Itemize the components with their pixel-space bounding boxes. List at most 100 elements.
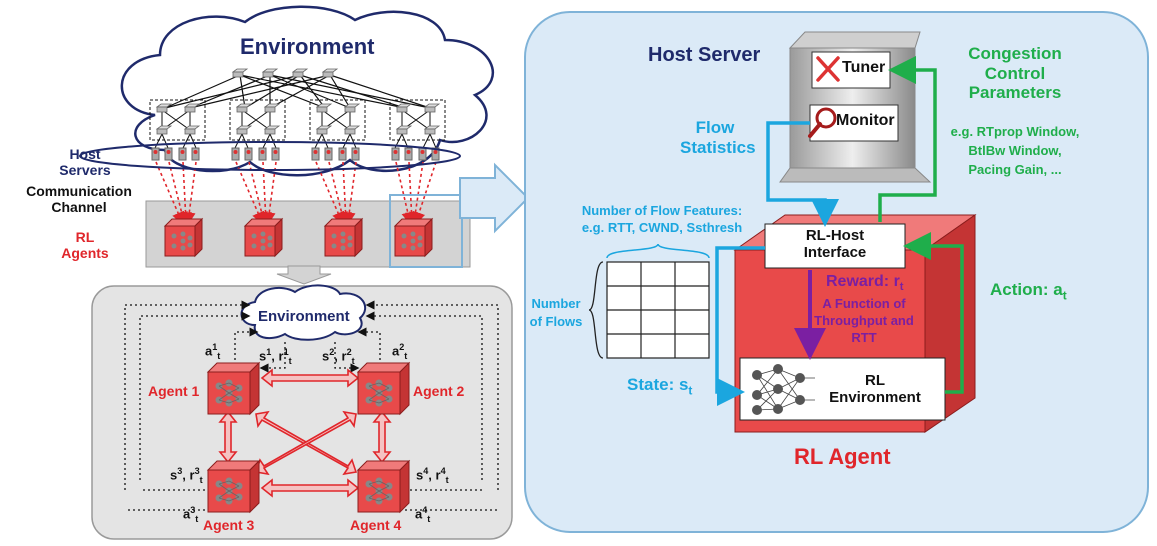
r3-sub: t bbox=[199, 474, 203, 485]
s3-sup: 3 bbox=[177, 466, 183, 476]
a2-sup: 2 bbox=[399, 342, 405, 352]
r4-sup: 4 bbox=[440, 466, 446, 476]
comm-label-line1: Communication bbox=[26, 183, 132, 199]
neural-network-icon bbox=[752, 364, 815, 415]
r2-base: , r bbox=[334, 348, 347, 364]
action-base: Action: a bbox=[990, 280, 1063, 299]
state-reward-3-label: s3, r3t bbox=[170, 466, 203, 485]
state-base: State: s bbox=[627, 375, 689, 394]
rlenv-line2: Environment bbox=[829, 389, 921, 407]
action-a3-label: a3t bbox=[183, 505, 198, 524]
a1-base: a bbox=[205, 343, 213, 359]
s4-sup: 4 bbox=[423, 466, 429, 476]
host-server-title: Host Server bbox=[648, 44, 761, 66]
s4-base: s bbox=[416, 467, 424, 483]
host-label-line1: Host bbox=[69, 146, 101, 162]
flow-line1: Flow bbox=[695, 118, 735, 137]
r2-sub: t bbox=[351, 355, 355, 366]
zoom-connector bbox=[389, 162, 530, 268]
a4-base: a bbox=[415, 506, 423, 522]
s2-sup: 2 bbox=[329, 347, 335, 357]
host-servers-label: Host Servers bbox=[40, 146, 130, 178]
a3-base: a bbox=[183, 506, 191, 522]
features-line2: e.g. RTT, CWND, Ssthresh bbox=[581, 219, 743, 235]
a3-sub: t bbox=[195, 513, 199, 524]
a4-sup: 4 bbox=[422, 505, 428, 515]
action-sub: t bbox=[1062, 288, 1067, 303]
state-label: State: st bbox=[627, 375, 692, 398]
congestion-control-examples: e.g. RTprop Window, BtlBw Window, Pacing… bbox=[935, 123, 1095, 180]
a1-sub: t bbox=[217, 350, 221, 361]
host-server-panel bbox=[524, 11, 1149, 533]
magnifier-icon bbox=[808, 107, 837, 138]
cc-line2: Control bbox=[984, 63, 1046, 83]
rl-agents-label: RL Agents bbox=[40, 229, 130, 261]
cc-line5: BtlBw Window, bbox=[968, 142, 1062, 158]
action-label: Action: at bbox=[990, 280, 1067, 303]
r1-base: , r bbox=[271, 348, 284, 364]
multi-agent-environment-label: Environment bbox=[258, 308, 350, 325]
rlenv-line1: RL bbox=[865, 372, 885, 389]
r3-base: , r bbox=[182, 467, 195, 483]
multi-agent-environment-cloud bbox=[240, 284, 367, 341]
datacenter-illustration bbox=[79, 5, 495, 268]
r3-sup: 3 bbox=[194, 466, 200, 476]
agent-4-label: Agent 4 bbox=[350, 517, 402, 533]
multi-agent-panel bbox=[91, 284, 513, 540]
agent-4-cube bbox=[357, 460, 410, 513]
rl-label-line2: Agents bbox=[61, 245, 109, 262]
state-table bbox=[606, 261, 710, 359]
r1-sub: t bbox=[288, 355, 292, 366]
flow-line2: Statistics bbox=[680, 137, 756, 157]
reward-label: Reward: rt bbox=[826, 273, 904, 294]
agent-3-cube bbox=[207, 460, 260, 513]
reward-function-label: A Function of Throughput and RTT bbox=[808, 296, 920, 347]
state-reward-4-label: s4, r4t bbox=[416, 466, 449, 485]
state-sub: t bbox=[688, 383, 693, 398]
down-arrow bbox=[276, 265, 332, 285]
comm-label-line2: Channel bbox=[51, 199, 107, 216]
rl-agent-title: RL Agent bbox=[794, 444, 891, 469]
a3-sup: 3 bbox=[190, 505, 196, 515]
nflows-line1: Number bbox=[531, 296, 581, 311]
s1-base: s bbox=[259, 348, 267, 364]
r1-sup: 1 bbox=[283, 347, 289, 357]
a1-sup: 1 bbox=[212, 342, 218, 352]
cc-line3: Parameters bbox=[968, 83, 1062, 103]
rf-line1: A Function of bbox=[822, 296, 906, 311]
s1-sup: 1 bbox=[266, 347, 272, 357]
iface-line1: RL-Host bbox=[805, 227, 865, 244]
nflows-line2: of Flows bbox=[529, 313, 583, 329]
host-label-line2: Servers bbox=[59, 162, 111, 179]
environment-cloud-title: Environment bbox=[240, 34, 375, 59]
s2-base: s bbox=[322, 348, 330, 364]
rl-label-line1: RL bbox=[75, 229, 95, 245]
tuner-label: Tuner bbox=[842, 59, 886, 76]
rl-environment-label: RL Environment bbox=[815, 372, 935, 407]
features-line1: Number of Flow Features: bbox=[581, 203, 743, 218]
agent-3-label: Agent 3 bbox=[203, 517, 255, 533]
agent-1-label: Agent 1 bbox=[148, 383, 200, 399]
r4-base: , r bbox=[428, 467, 441, 483]
r2-sup: 2 bbox=[346, 347, 352, 357]
flows-brace bbox=[588, 261, 604, 359]
rf-line2: Throughput and bbox=[814, 312, 914, 328]
monitor-label: Monitor bbox=[836, 112, 895, 129]
r4-sub: t bbox=[445, 474, 449, 485]
agent-2-cube bbox=[357, 362, 410, 415]
a2-base: a bbox=[392, 343, 400, 359]
rl-host-interface-label: RL-Host Interface bbox=[765, 227, 905, 262]
state-reward-1-label: s1, r1t bbox=[259, 347, 292, 366]
action-a4-label: a4t bbox=[415, 505, 430, 524]
wrench-icon bbox=[816, 56, 840, 82]
cc-line4: e.g. RTprop Window, bbox=[950, 124, 1080, 139]
iface-line2: Interface bbox=[803, 244, 867, 262]
communication-channel-label: Communication Channel bbox=[14, 183, 144, 215]
reward-sub: t bbox=[899, 281, 904, 294]
rl-host-interface-box bbox=[764, 223, 906, 269]
a2-sub: t bbox=[404, 350, 408, 361]
cc-line1: Congestion bbox=[968, 44, 1062, 63]
features-brace bbox=[606, 243, 710, 259]
